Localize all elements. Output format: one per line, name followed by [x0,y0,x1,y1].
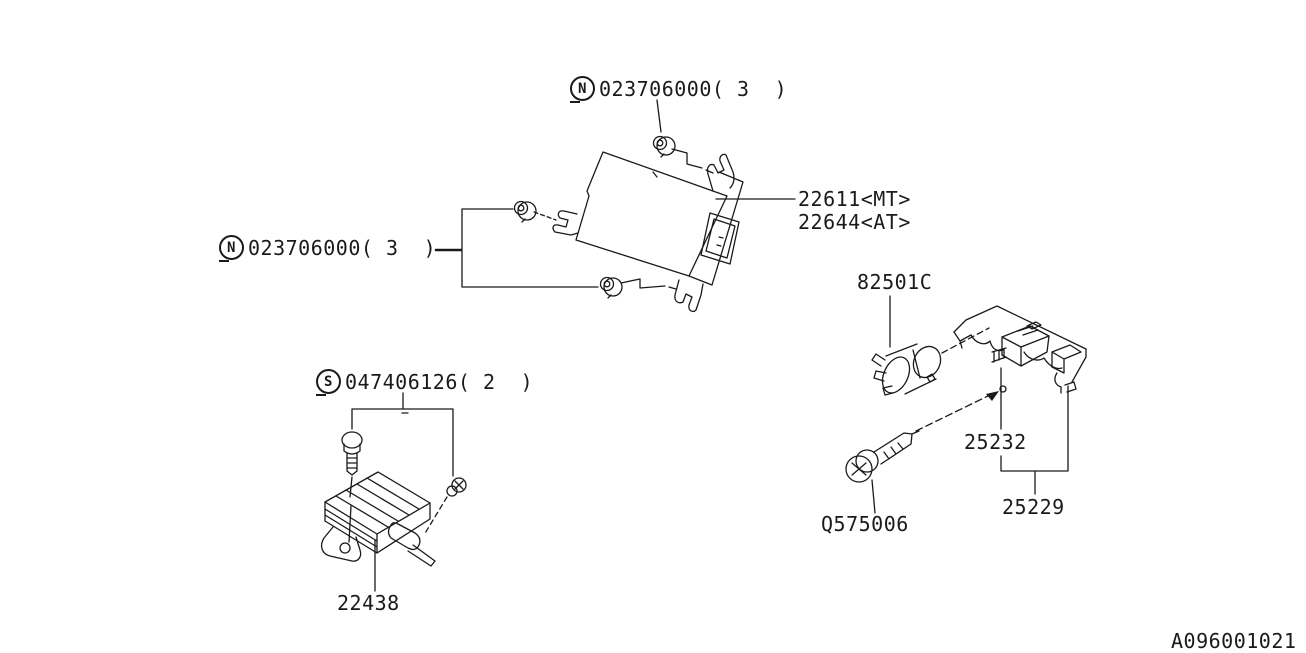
circled-n-icon: N [570,76,595,103]
leader-line [871,479,876,514]
nut-icon [513,200,537,223]
part-number-text: 047406126 [345,369,458,394]
part-number-text: 22438 [337,591,400,615]
connector-strap [407,544,436,567]
bracket-tab-left [552,210,579,236]
part-label-22438: 22438 [337,592,400,614]
unit-side-plate [688,171,744,286]
screw-axis-dashed [915,395,989,432]
nut-link-line [620,278,677,290]
relay-terminals [871,353,894,396]
mounting-hole [339,542,351,554]
part-number-text: 25232 [964,430,1027,454]
screw-thread [873,430,920,465]
screw-head [845,455,873,483]
part-number-text: 023706000 [599,76,712,101]
relay-body-sides [885,343,937,395]
relay-82501c-drawing [871,295,990,396]
part-label-22644-at: 22644<AT> [798,211,911,233]
part-number-text: 023706000 [248,235,361,260]
bracket-tab-top [706,153,735,192]
screw-axis-dashed [423,496,448,536]
clip-body [1001,335,1050,367]
circled-n-icon: N [219,235,244,262]
relay-nub [926,373,936,383]
nut-icon [599,276,623,299]
clip-right [1051,344,1082,374]
screw-collar-small [446,485,458,497]
part-number-text: Q575006 [821,512,909,536]
unit-ribs [335,477,420,528]
circled-s-icon: S [316,369,341,396]
screw-head-small [451,477,467,493]
part-quantity-text: ( 3 ) [711,76,788,101]
part-quantity-text: ( 3 ) [360,235,437,260]
bracket-25229-drawing [915,305,1087,495]
mounting-hole [999,385,1007,393]
bolt-shank [343,443,361,476]
screw-flange [855,449,879,473]
leader-bracket [1000,367,1069,495]
screw-slot [851,462,867,476]
bracket-plate [953,305,1087,383]
bracket-flange [953,331,972,349]
connector-pins [716,236,724,247]
unit-body-detail [652,171,658,178]
relay-face [881,356,911,394]
figure-code-text: A096001021 [1171,629,1297,653]
part-label-25229: 25229 [1002,496,1065,518]
part-label-82501c: 82501C [857,271,932,293]
nut-icon [652,135,676,158]
part-number-text: 22644<AT> [798,210,911,234]
socket-prongs [991,347,1007,363]
bracket-arm [1023,351,1063,370]
screw-slot-small [454,480,464,490]
bracket-tab-bottom [674,279,704,312]
part-number-text: 82501C [857,270,933,294]
unit-body-outline [575,151,728,277]
leader-line [656,99,662,133]
part-number-text: 25229 [1002,495,1065,519]
unit-22438-drawing [320,392,467,592]
leader-bracket [351,392,454,477]
connector-outline [700,212,740,265]
part-label-22611-mt: 22611<MT> [798,188,911,210]
relay-body-rear [912,345,942,379]
screw-q575006-drawing [845,430,920,514]
relay-collar [912,349,921,379]
unit-right-face [376,502,431,554]
mounting-tab [320,526,362,562]
bracket-arm [970,334,1004,352]
part-number-text: 22611<MT> [798,187,911,211]
part-label-q575006: Q575006 [821,513,909,535]
figure-code: A096001021 [1171,630,1296,652]
connector-inner [705,218,736,259]
relay-unit-22611-drawing [434,99,796,312]
unit-connector [387,522,421,551]
assembly-dashed-line [941,327,990,354]
arrowhead [986,391,999,401]
nut-link-dashed [533,211,557,221]
bolt-head [341,431,363,449]
bolt-axis-line [348,476,353,543]
part-quantity-text: ( 2 ) [457,369,534,394]
part-label-25232: 25232 [964,431,1027,453]
clip-right-hook [1054,372,1077,394]
leader-bracket [461,208,599,288]
unit-front-face [324,501,378,554]
clip-slot [1017,321,1042,336]
